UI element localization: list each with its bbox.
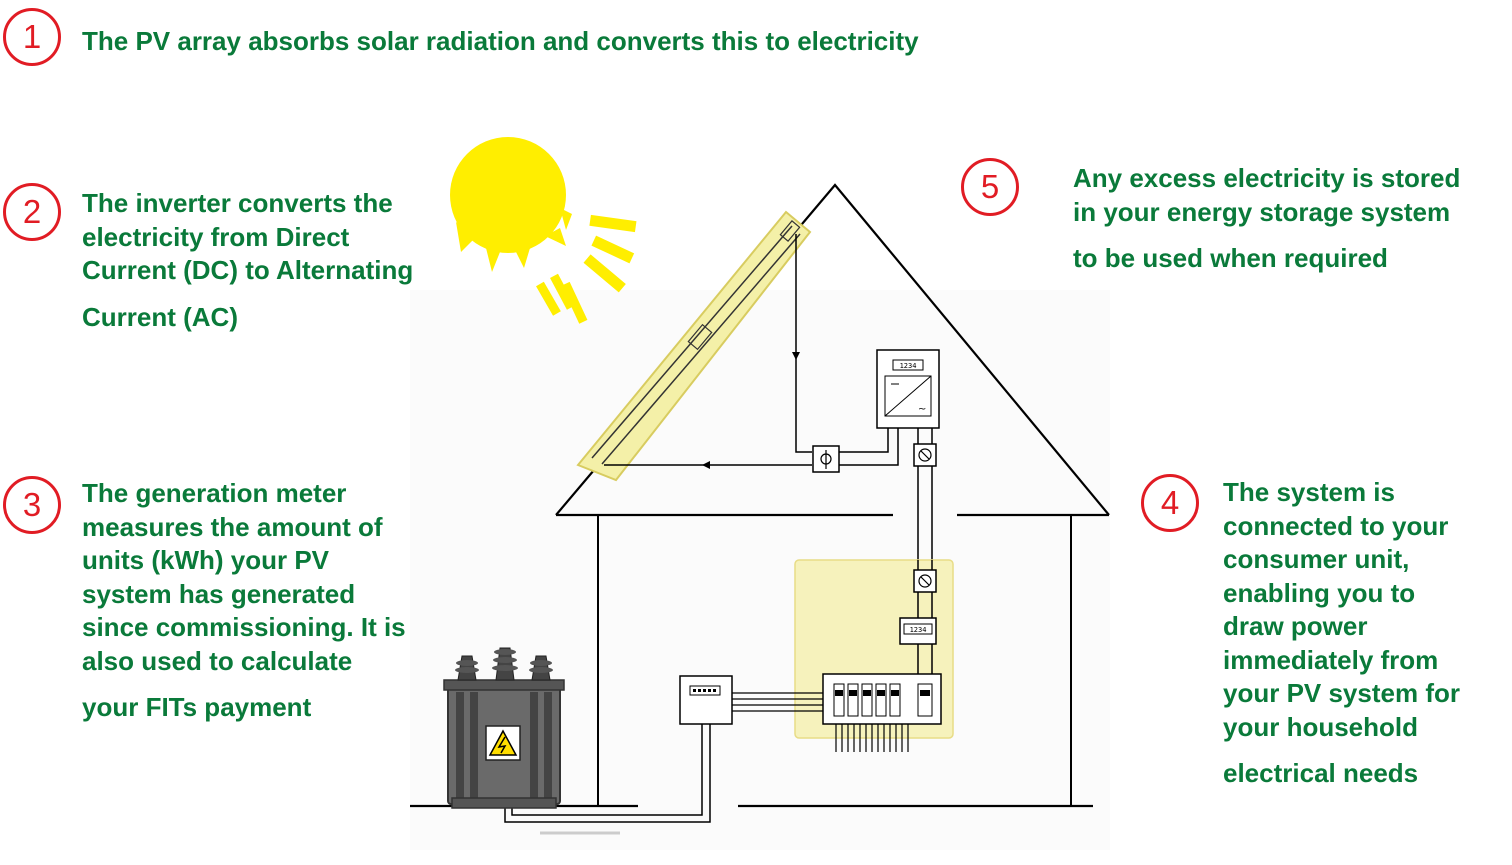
meter-tails: [732, 692, 823, 712]
ac-isolator-icon: [913, 569, 937, 593]
sun-icon: [450, 137, 637, 324]
inverter-cable: [839, 428, 889, 453]
sun-ray: [591, 235, 635, 264]
step-4-line: electrical needs: [1223, 758, 1419, 788]
step-4-line: connected to your: [1223, 510, 1449, 541]
service-cable: [511, 724, 703, 816]
step-4-line: enabling you to: [1223, 577, 1416, 608]
step-4-line: your household: [1223, 711, 1418, 742]
step-4-text: The system is connected to your consumer…: [1223, 476, 1460, 791]
step-2-line: electricity from Direct: [82, 221, 350, 252]
step-2-line: Current (AC): [82, 301, 238, 332]
return-arrow-left: [702, 461, 710, 469]
step-3-line: units (kWh) your PV: [82, 545, 329, 575]
svg-text:~: ~: [918, 404, 926, 415]
step-3-line: your FITs payment: [82, 692, 312, 722]
sun-ray: [589, 214, 637, 233]
step-3-line: measures the amount of: [82, 511, 383, 542]
step-number-1: 1: [3, 8, 61, 66]
step-4-line: immediately from: [1223, 644, 1439, 675]
supply-meter-icon: [679, 675, 733, 725]
step-5-line: to be used when required: [1073, 243, 1388, 273]
sun-ray: [536, 281, 561, 316]
service-cable: [504, 724, 711, 823]
step-4-line: draw power: [1223, 611, 1368, 641]
isolator-switch-icon: [812, 445, 840, 473]
step-number-4: 4: [1141, 474, 1199, 532]
step-number-5: 5: [961, 158, 1019, 216]
solar-panel-icon: [576, 210, 812, 482]
step-5-text: Any excess electricity is stored in your…: [1073, 162, 1460, 276]
step-4-line: The system is: [1223, 477, 1395, 507]
sun-ray: [486, 248, 500, 272]
generation-meter-icon: 1234: [899, 617, 937, 645]
step-number-3: 3: [3, 476, 61, 534]
step-3-line: The generation meter: [82, 478, 347, 508]
step-3-line: system has generated: [82, 578, 356, 609]
sun-ray: [560, 208, 572, 230]
step-3-line: since commissioning. It is: [82, 612, 406, 642]
step-5-line: Any excess electricity is stored: [1073, 163, 1461, 193]
step-4-line: consumer unit,: [1223, 544, 1410, 574]
sun-disc: [450, 137, 566, 253]
step-5-line: in your energy storage system: [1073, 196, 1451, 227]
ac-isolator-icon: [913, 443, 937, 467]
sun-ray: [561, 281, 588, 324]
step-1-text: The PV array absorbs solar radiation and…: [82, 25, 919, 59]
dc-cable: [795, 234, 812, 453]
step-1-line: The PV array absorbs solar radiation and…: [82, 26, 919, 56]
sun-ray: [456, 222, 475, 252]
step-2-line: The inverter converts the: [82, 188, 393, 218]
inverter-icon: 1234 ~: [876, 349, 940, 429]
step-number-2: 2: [3, 183, 61, 241]
step-3-text: The generation meter measures the amount…: [82, 477, 406, 725]
meter-display: 1234: [910, 626, 927, 634]
dc-arrow-down: [792, 352, 800, 360]
step-3-line: also used to calculate: [82, 645, 353, 676]
sun-ray: [515, 248, 530, 268]
step-2-text: The inverter converts the electricity fr…: [82, 187, 413, 334]
inverter-cable: [839, 428, 899, 466]
sun-ray: [583, 254, 626, 293]
step-4-line: your PV system for: [1223, 678, 1460, 708]
sun-ray: [545, 228, 566, 246]
high-voltage-warning-icon: [485, 725, 521, 761]
consumer-unit-icon: [822, 673, 942, 752]
step-2-line: Current (DC) to Alternating: [82, 255, 414, 285]
inverter-display: 1234: [900, 362, 917, 370]
